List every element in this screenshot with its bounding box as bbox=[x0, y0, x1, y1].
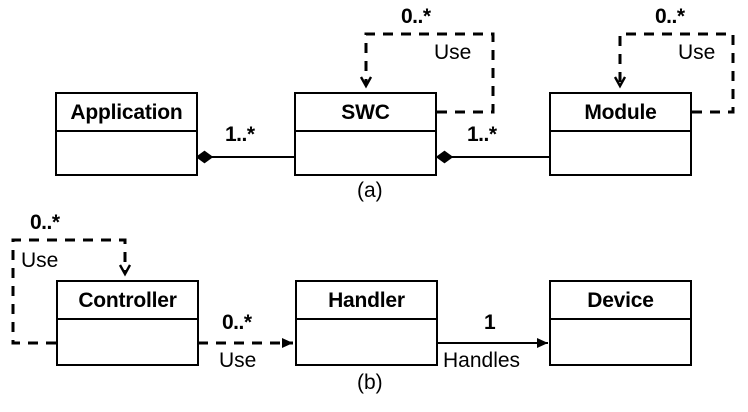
figure-label-a: (a) bbox=[357, 179, 383, 202]
dependency-label-controller-self: Use bbox=[21, 249, 59, 272]
figure-label-b: (b) bbox=[357, 371, 383, 394]
dependency-label-module-self: Use bbox=[678, 41, 716, 64]
dependency-label-controller-handler: Use bbox=[219, 349, 257, 372]
multiplicity-module-self: 0..* bbox=[655, 5, 685, 28]
class-name-controller: Controller bbox=[58, 282, 197, 320]
dependency-controller-self bbox=[11, 238, 125, 345]
class-box-swc[interactable]: SWC bbox=[294, 92, 437, 176]
class-name-device: Device bbox=[551, 282, 690, 320]
class-attributes-module bbox=[551, 132, 690, 174]
class-attributes-handler bbox=[297, 320, 436, 364]
class-box-application[interactable]: Application bbox=[55, 92, 198, 176]
class-attributes-device bbox=[551, 320, 690, 364]
class-box-module[interactable]: Module bbox=[549, 92, 692, 176]
multiplicity-application-swc: 1..* bbox=[225, 123, 255, 146]
class-attributes-swc bbox=[296, 132, 435, 174]
composition-swc-module bbox=[435, 150, 549, 164]
class-box-device[interactable]: Device bbox=[549, 280, 692, 366]
dependency-swc-self bbox=[366, 32, 495, 114]
class-box-handler[interactable]: Handler bbox=[295, 280, 438, 366]
class-name-handler: Handler bbox=[297, 282, 436, 320]
dependency-module-self bbox=[620, 32, 735, 114]
multiplicity-controller-handler: 0..* bbox=[222, 311, 252, 334]
class-name-application: Application bbox=[57, 94, 196, 132]
composition-application-swc bbox=[195, 150, 294, 164]
multiplicity-handler-device: 1 bbox=[484, 311, 496, 334]
class-name-swc: SWC bbox=[296, 94, 435, 132]
class-attributes-application bbox=[57, 132, 196, 174]
association-label-handler-device: Handles bbox=[443, 349, 521, 372]
class-box-controller[interactable]: Controller bbox=[56, 280, 199, 366]
multiplicity-controller-self: 0..* bbox=[30, 211, 60, 234]
class-name-module: Module bbox=[551, 94, 690, 132]
class-attributes-controller bbox=[58, 320, 197, 364]
dependency-label-swc-self: Use bbox=[434, 41, 472, 64]
multiplicity-swc-module: 1..* bbox=[467, 123, 497, 146]
multiplicity-swc-self: 0..* bbox=[401, 5, 431, 28]
